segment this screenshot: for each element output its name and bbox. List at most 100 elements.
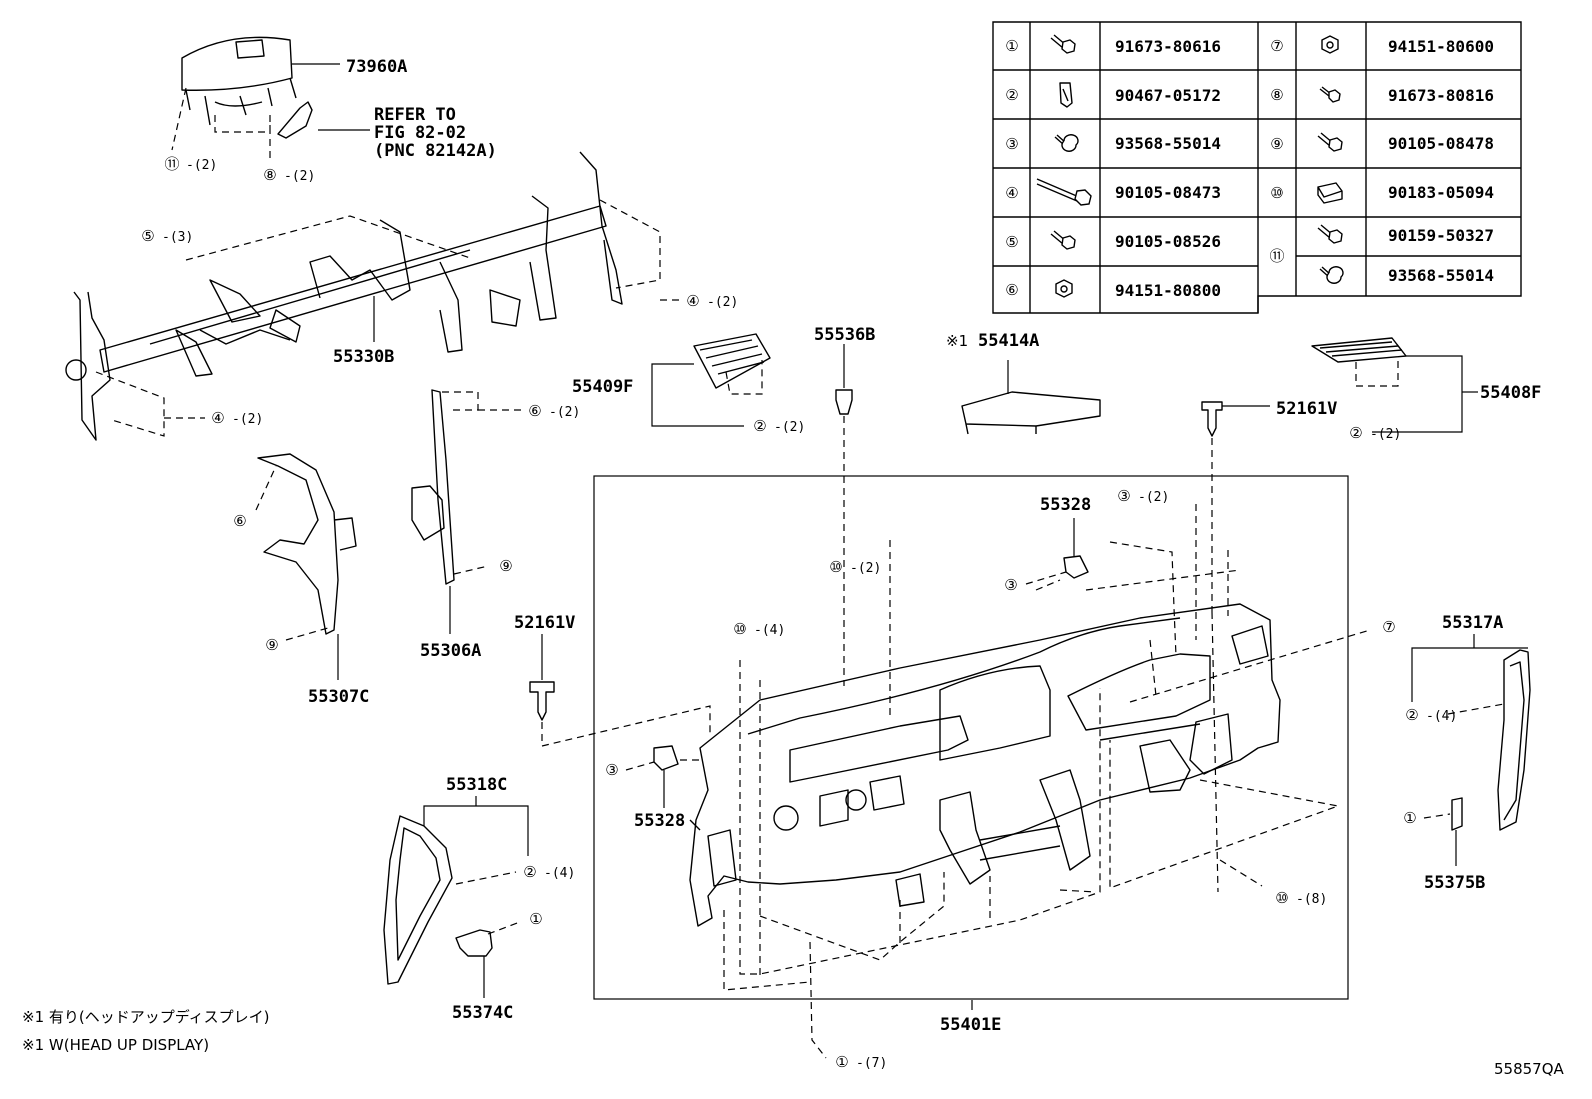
part-label-55318C: 55318C xyxy=(446,775,507,795)
refer-text-line3: (PNC 82142A) xyxy=(374,141,497,161)
part-label-55401E: 55401E xyxy=(940,1015,1001,1035)
table-ref-6: ⑥ xyxy=(1005,281,1018,299)
note-mark-55414A: ※1 xyxy=(946,332,968,350)
instrument-panel-55401E xyxy=(689,603,1281,927)
panel-55414A xyxy=(961,360,1101,435)
u-nut-icon xyxy=(1317,182,1343,204)
callout-2-55408F: ② xyxy=(1349,424,1362,442)
table-part-4: 90105-08473 xyxy=(1115,183,1221,202)
callout-7: ⑦ xyxy=(1382,618,1395,636)
panel-55408F xyxy=(1311,337,1478,433)
callout-4-left: ④ xyxy=(211,409,224,427)
airbag-assembly xyxy=(171,36,370,160)
table-part-8: 91673-80816 xyxy=(1388,86,1494,105)
callout-1-55375B: ① xyxy=(1403,809,1416,827)
callout-2-55408F-qty: -(2) xyxy=(1370,427,1401,442)
table-ref-7: ⑦ xyxy=(1270,37,1283,55)
table-ref-5: ⑤ xyxy=(1005,233,1018,251)
part-label-55414A: 55414A xyxy=(978,331,1039,351)
part-label-55408F: 55408F xyxy=(1480,383,1541,403)
clip-52161V-left xyxy=(529,634,711,747)
callout-9-left: ⑨ xyxy=(265,636,278,654)
table-part-9: 90105-08478 xyxy=(1388,134,1494,153)
table-part-10: 90183-05094 xyxy=(1388,183,1494,202)
callout-1-55374C: ① xyxy=(529,910,542,928)
flange-bolt-icon xyxy=(1050,34,1076,54)
table-part-2: 90467-05172 xyxy=(1115,86,1221,105)
part-label-52161V-right: 52161V xyxy=(1276,399,1337,419)
callout-2-55317A: ② xyxy=(1405,706,1418,724)
part-label-55409F: 55409F xyxy=(572,377,633,397)
table-ref-10: ⑩ xyxy=(1270,184,1283,202)
fastener-table: ① ② ③ ④ ⑤ ⑥ ⑦ ⑧ ⑨ ⑩ ⑪ 91673-80616 90467-… xyxy=(992,21,1522,314)
nut-icon xyxy=(1321,35,1339,54)
long-bolt-icon xyxy=(1036,178,1092,206)
refer-text-line1: REFER TO xyxy=(374,105,456,125)
table-ref-4: ④ xyxy=(1005,184,1018,202)
bracket-55375B xyxy=(1423,797,1463,866)
part-label-55328-right: 55328 xyxy=(1040,495,1091,515)
table-ref-9: ⑨ xyxy=(1270,135,1283,153)
screw-icon xyxy=(1054,134,1079,152)
table-part-11a: 90159-50327 xyxy=(1388,226,1494,245)
clip-55328-right xyxy=(1025,518,1089,585)
flange-bolt-icon xyxy=(1050,230,1076,250)
screw-icon xyxy=(1319,266,1344,284)
flange-bolt-icon xyxy=(1317,224,1343,244)
clip-icon xyxy=(1059,82,1073,108)
clip-55328-left xyxy=(625,745,679,808)
table-ref-3: ③ xyxy=(1005,135,1018,153)
part-label-55374C: 55374C xyxy=(452,1003,513,1023)
callout-10-bottom-qty: -(8) xyxy=(1296,892,1327,907)
part-label-55375B: 55375B xyxy=(1424,873,1485,893)
callout-2-55409F: ② xyxy=(753,417,766,435)
callout-3-mid: ③ xyxy=(1004,576,1017,594)
bracket-55374C xyxy=(455,921,521,998)
brace-55307C xyxy=(255,453,357,680)
callout-11-qty: -(2) xyxy=(186,158,217,173)
callout-10-left-qty: -(4) xyxy=(754,623,785,638)
panel-55409F xyxy=(651,333,771,427)
clip-52161V-right xyxy=(1201,401,1270,612)
small-bolt-icon xyxy=(1319,86,1341,103)
dashboard-reinforcement-beam xyxy=(65,151,661,441)
table-ref-1: ① xyxy=(1005,37,1018,55)
part-label-55330B: 55330B xyxy=(333,347,394,367)
part-label-73960A: 73960A xyxy=(346,57,407,77)
part-label-55328-left: 55328 xyxy=(634,811,685,831)
callout-4-right-qty: -(2) xyxy=(707,295,738,310)
refer-text-line2: FIG 82-02 xyxy=(374,123,466,143)
table-part-3: 93568-55014 xyxy=(1115,134,1221,153)
callout-8-qty: -(2) xyxy=(284,169,315,184)
callout-6-top-qty: -(2) xyxy=(549,405,580,420)
callout-4-left-qty: -(2) xyxy=(232,412,263,427)
nut-icon xyxy=(1055,279,1073,298)
footnote-english: ※1 W(HEAD UP DISPLAY) xyxy=(22,1036,209,1054)
table-ref-8: ⑧ xyxy=(1270,86,1283,104)
callout-5-qty: -(3) xyxy=(162,230,193,245)
part-label-55536B: 55536B xyxy=(814,325,875,345)
table-part-5: 90105-08526 xyxy=(1115,232,1221,251)
part-label-55307C: 55307C xyxy=(308,687,369,707)
callout-9-brace: ⑨ xyxy=(499,557,512,575)
table-ref-11: ⑪ xyxy=(1269,247,1284,265)
clip-55536B xyxy=(835,344,853,686)
callout-2-55318C-qty: -(4) xyxy=(544,866,575,881)
table-part-7: 94151-80600 xyxy=(1388,37,1494,56)
side-panel-55317A xyxy=(1411,634,1531,831)
instrument-panel-box xyxy=(593,475,1349,1000)
callout-2-55317A-qty: -(4) xyxy=(1426,709,1457,724)
panel-leader-lines xyxy=(680,504,1371,1059)
table-part-11b: 93568-55014 xyxy=(1388,266,1494,285)
callout-10-top-qty: -(2) xyxy=(850,561,881,576)
table-part-1: 91673-80616 xyxy=(1115,37,1221,56)
brace-55306A xyxy=(411,389,489,634)
callout-3-top-qty: -(2) xyxy=(1138,490,1169,505)
side-panel-55318C xyxy=(383,796,529,985)
table-part-6: 94151-80800 xyxy=(1115,281,1221,300)
callout-1-bottom: ① xyxy=(835,1053,848,1071)
callout-5: ⑤ xyxy=(141,227,154,245)
callout-11: ⑪ xyxy=(164,155,179,173)
table-ref-2: ② xyxy=(1005,86,1018,104)
